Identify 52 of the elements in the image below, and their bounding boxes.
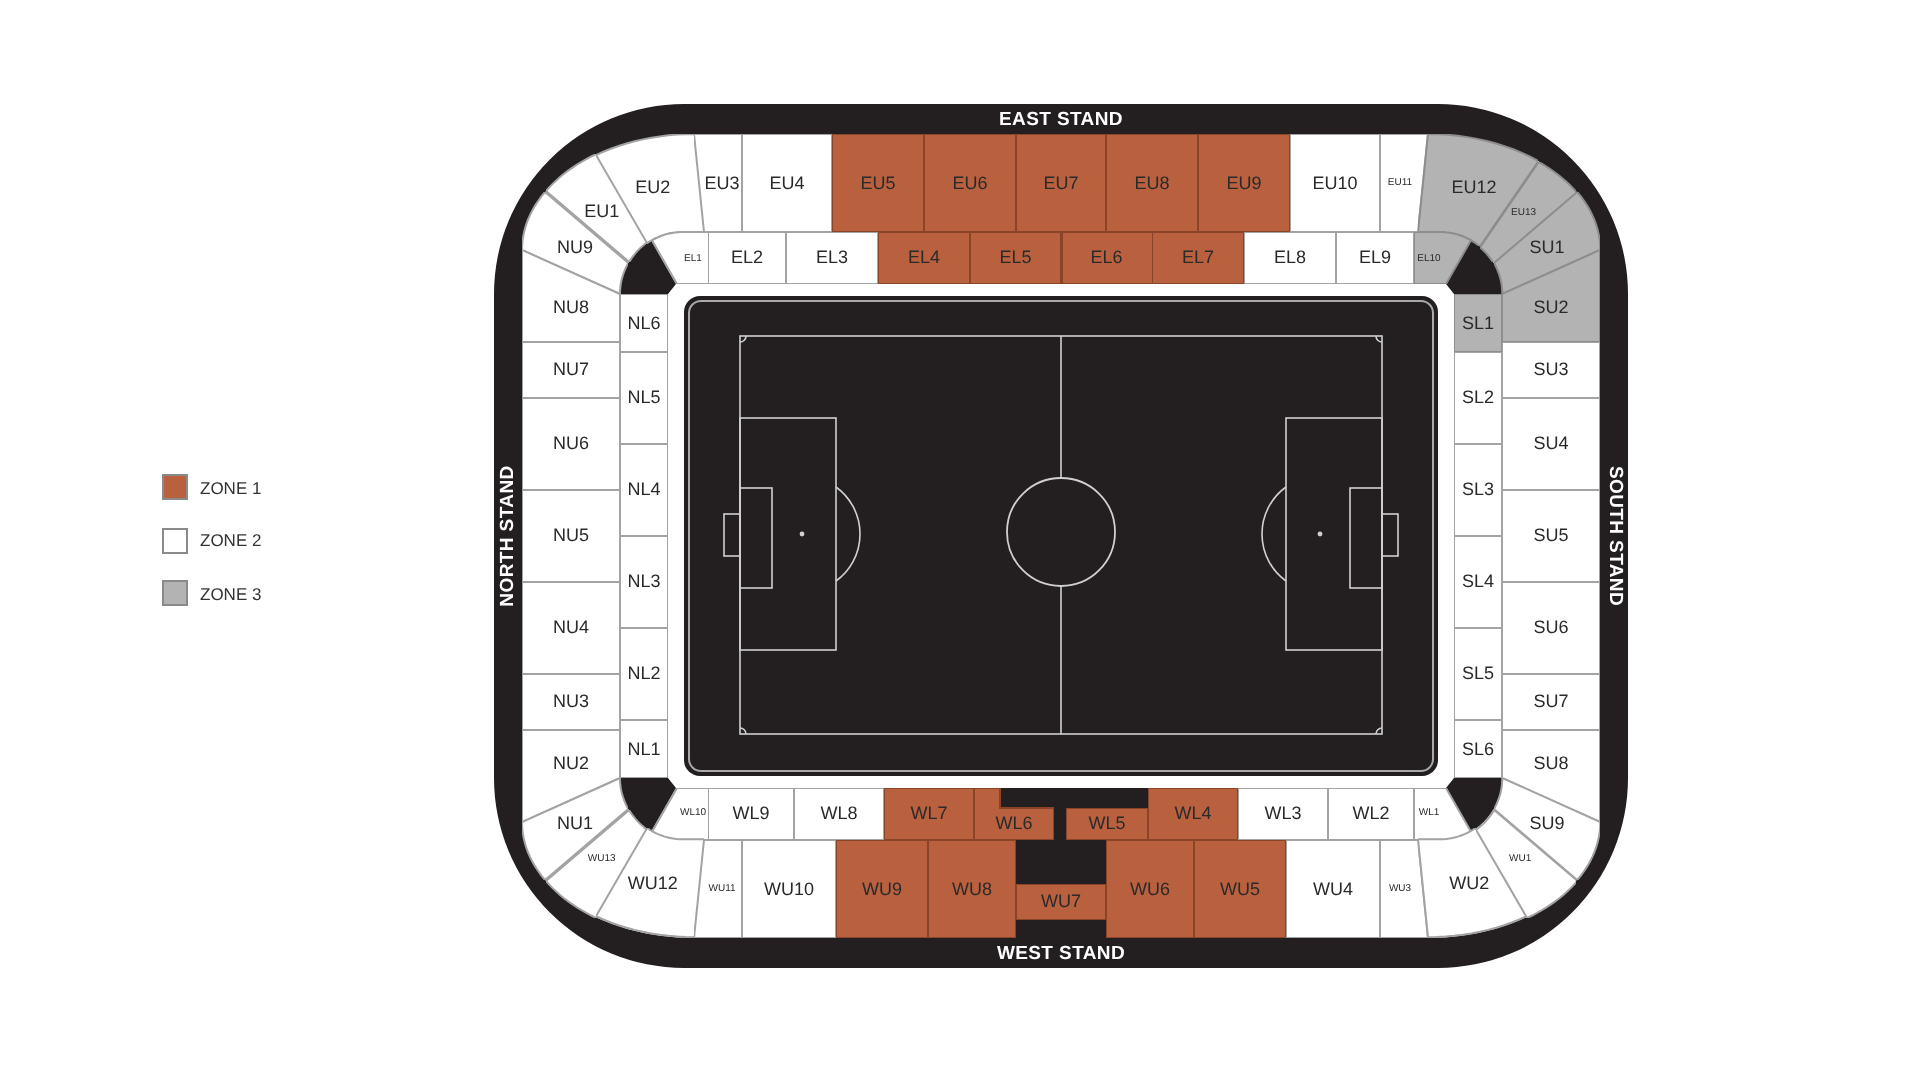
seating-section: EL7	[1152, 232, 1244, 284]
seating-section: SL1	[1454, 294, 1502, 352]
seating-section: WU7	[1016, 884, 1106, 920]
seating-section: WU8	[928, 840, 1016, 938]
seating-section: EU3	[694, 134, 742, 232]
legend-label: ZONE 2	[200, 532, 262, 549]
seating-section: EU5	[832, 134, 924, 232]
stand-label: WEST STAND	[996, 943, 1126, 963]
seating-section: NU3	[522, 674, 620, 730]
seating-section: WL7	[884, 788, 974, 840]
seating-section: WU6	[1106, 840, 1194, 938]
stand-label: EAST STAND	[999, 109, 1123, 129]
seating-section: NL5	[620, 352, 668, 444]
seating-section: EL6	[1061, 232, 1152, 284]
seating-section: NL3	[620, 536, 668, 628]
seating-section: SU7	[1502, 674, 1600, 730]
seating-section: WL9	[708, 788, 794, 840]
seating-section: NL2	[620, 628, 668, 720]
seating-section: EL4	[878, 232, 970, 284]
seating-section: EL3	[786, 232, 878, 284]
legend-label: ZONE 1	[200, 479, 262, 496]
seating-section: EU8	[1106, 134, 1198, 232]
seating-section: WL4	[1148, 788, 1238, 840]
seating-section: SU3	[1502, 342, 1600, 398]
seating-section: NU7	[522, 342, 620, 398]
seating-section: WL2	[1328, 788, 1414, 840]
seating-section: WL5	[1066, 808, 1148, 840]
seating-section: EU7	[1016, 134, 1106, 232]
seating-section: SL3	[1454, 444, 1502, 536]
seating-section: EL2	[708, 232, 786, 284]
seating-section: EU6	[924, 134, 1016, 232]
seating-section: SL2	[1454, 352, 1502, 444]
seating-section: WL8	[794, 788, 884, 840]
seating-section: WL6	[974, 788, 1054, 840]
seating-section: EU4	[742, 134, 832, 232]
seating-section: WU9	[836, 840, 928, 938]
seating-section: EL8	[1244, 232, 1336, 284]
stand-label: SOUTH STAND	[1604, 465, 1624, 607]
seating-section: NL6	[620, 294, 668, 352]
seating-section: WU5	[1194, 840, 1286, 938]
seating-section: NL4	[620, 444, 668, 536]
seating-section: EU10	[1290, 134, 1380, 232]
seating-section: SL6	[1454, 720, 1502, 778]
seating-section: EL9	[1336, 232, 1414, 284]
stand-label: NORTH STAND	[498, 465, 518, 607]
seating-section: EU9	[1198, 134, 1290, 232]
seating-section: SL4	[1454, 536, 1502, 628]
seating-section: WL3	[1238, 788, 1328, 840]
seating-section: EL5	[970, 232, 1061, 284]
seating-section: NL1	[620, 720, 668, 778]
seating-section: SL5	[1454, 628, 1502, 720]
legend-label: ZONE 3	[200, 585, 262, 602]
